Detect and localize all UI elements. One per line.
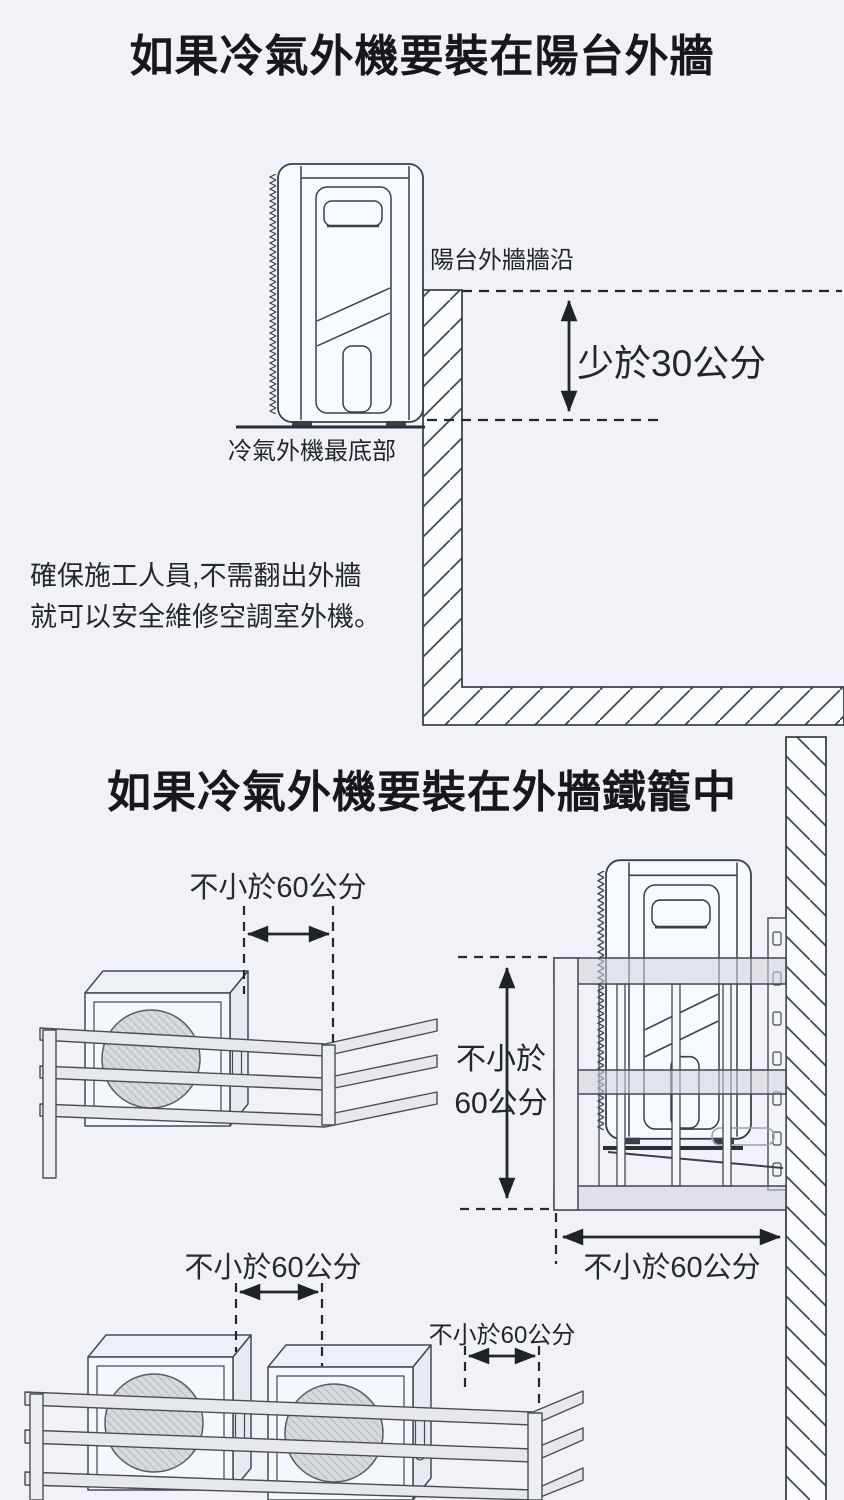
- label-min-60cm-cage-width: 不小於60公分: [583, 1252, 761, 1284]
- single-unit-on-railing: [39, 906, 438, 1179]
- label-less-than-30cm: 少於30公分: [577, 343, 767, 384]
- note-line-2: 就可以安全維修空調室外機。: [30, 602, 381, 632]
- section2-title: 如果冷氣外機要裝在外牆鐵籠中: [107, 768, 737, 817]
- label-min-60cm-side-clearance: 不小於60公分: [428, 1322, 576, 1349]
- section1-title: 如果冷氣外機要裝在陽台外牆: [129, 32, 715, 81]
- label-min-60cm-top: 不小於60公分: [189, 872, 367, 904]
- exterior-wall-cross-section: [785, 736, 827, 1500]
- cage-height-line-1: 不小於: [456, 1043, 546, 1076]
- label-min-60cm-cage-height: 不小於 60公分: [454, 1038, 547, 1126]
- dimension-30cm: [427, 289, 842, 422]
- maintenance-note: 確保施工人員,不需翻出外牆 就可以安全維修空調室外機。: [30, 556, 381, 638]
- label-unit-bottom: 冷氣外機最底部: [228, 438, 396, 465]
- cage-height-line-2: 60公分: [454, 1087, 548, 1120]
- outdoor-unit-side-view: [236, 162, 425, 429]
- unit-in-iron-cage: [458, 858, 787, 1264]
- label-min-60cm-between-units: 不小於60公分: [184, 1252, 362, 1284]
- cage-frame: [553, 957, 787, 1211]
- note-line-1: 確保施工人員,不需翻出外牆: [30, 561, 362, 591]
- two-units-on-railing: [24, 1283, 584, 1500]
- label-balcony-wall-edge: 陽台外牆牆沿: [430, 247, 574, 274]
